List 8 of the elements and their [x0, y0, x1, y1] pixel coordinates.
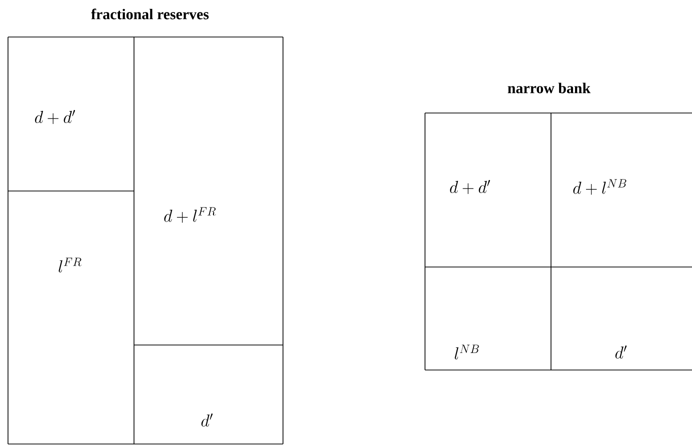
- balance-sheet-cell: $d+d'$: [8, 36, 134, 192]
- balance-sheet-cell: $d+l^{FR}$: [134, 207, 284, 346]
- balance-sheet-cell: $d'$: [615, 346, 627, 359]
- balance-sheet-cell: $l^{FR}$: [58, 190, 134, 444]
- balance-sheet-cell: $d+l^{NB}$: [550, 179, 692, 268]
- balance-sheet-cell: $d+d'$: [424, 112, 552, 268]
- balance-sheet-cell: $d'$: [201, 414, 213, 427]
- balance-sheet-cell: $l^{NB}$: [454, 266, 552, 370]
